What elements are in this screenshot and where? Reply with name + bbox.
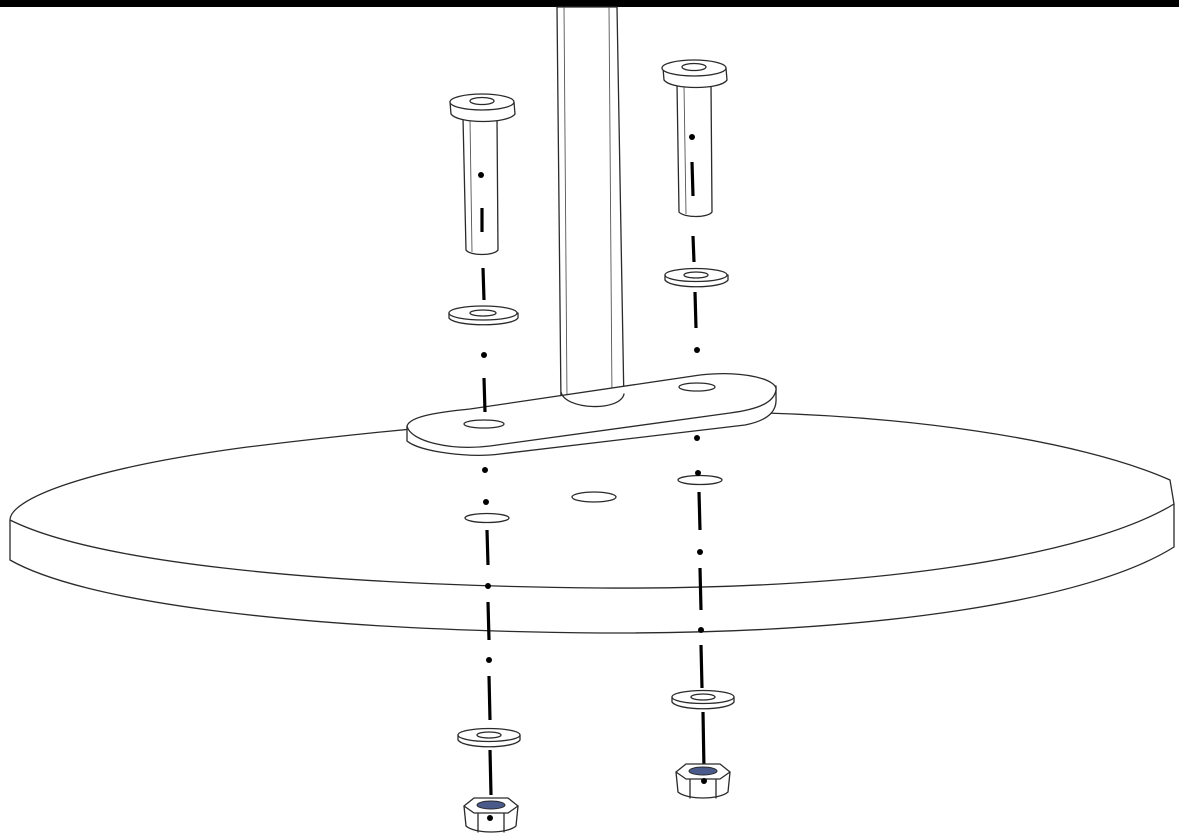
base-disc-hole-right bbox=[677, 474, 723, 486]
mounting-bracket-plate bbox=[406, 373, 777, 456]
bolt-left-shank bbox=[462, 117, 499, 256]
socket-head-bolt-left bbox=[449, 93, 516, 256]
nylon-lock-nut-right bbox=[675, 763, 731, 799]
bracket-plate-top bbox=[406, 373, 777, 448]
assembly-axis-left bbox=[481, 267, 493, 796]
bolt-right-socket bbox=[681, 62, 707, 72]
nylon-lock-nut-left bbox=[463, 797, 519, 833]
flat-washer-top-right bbox=[664, 267, 729, 288]
flat-washer-bottom-right bbox=[671, 689, 735, 710]
base-disc-hole-left bbox=[464, 512, 510, 524]
pole-base-on-plate bbox=[560, 391, 625, 408]
bolt-left-socket bbox=[469, 96, 495, 106]
bolt-right-shank bbox=[676, 83, 713, 218]
bracket-hole-left bbox=[463, 419, 505, 429]
base-disc-bottom-edge bbox=[9, 503, 1175, 634]
bracket-hole-right bbox=[678, 382, 716, 392]
flat-washer-top-left bbox=[448, 305, 519, 326]
top-border-bar bbox=[0, 0, 1179, 7]
round-base-disc bbox=[9, 411, 1175, 634]
vertical-pole bbox=[556, 6, 625, 411]
flat-washer-bottom-left bbox=[457, 727, 521, 748]
socket-head-bolt-right bbox=[661, 59, 728, 218]
base-disc-center-hole bbox=[571, 491, 617, 503]
assembly-axis-right bbox=[691, 235, 706, 771]
